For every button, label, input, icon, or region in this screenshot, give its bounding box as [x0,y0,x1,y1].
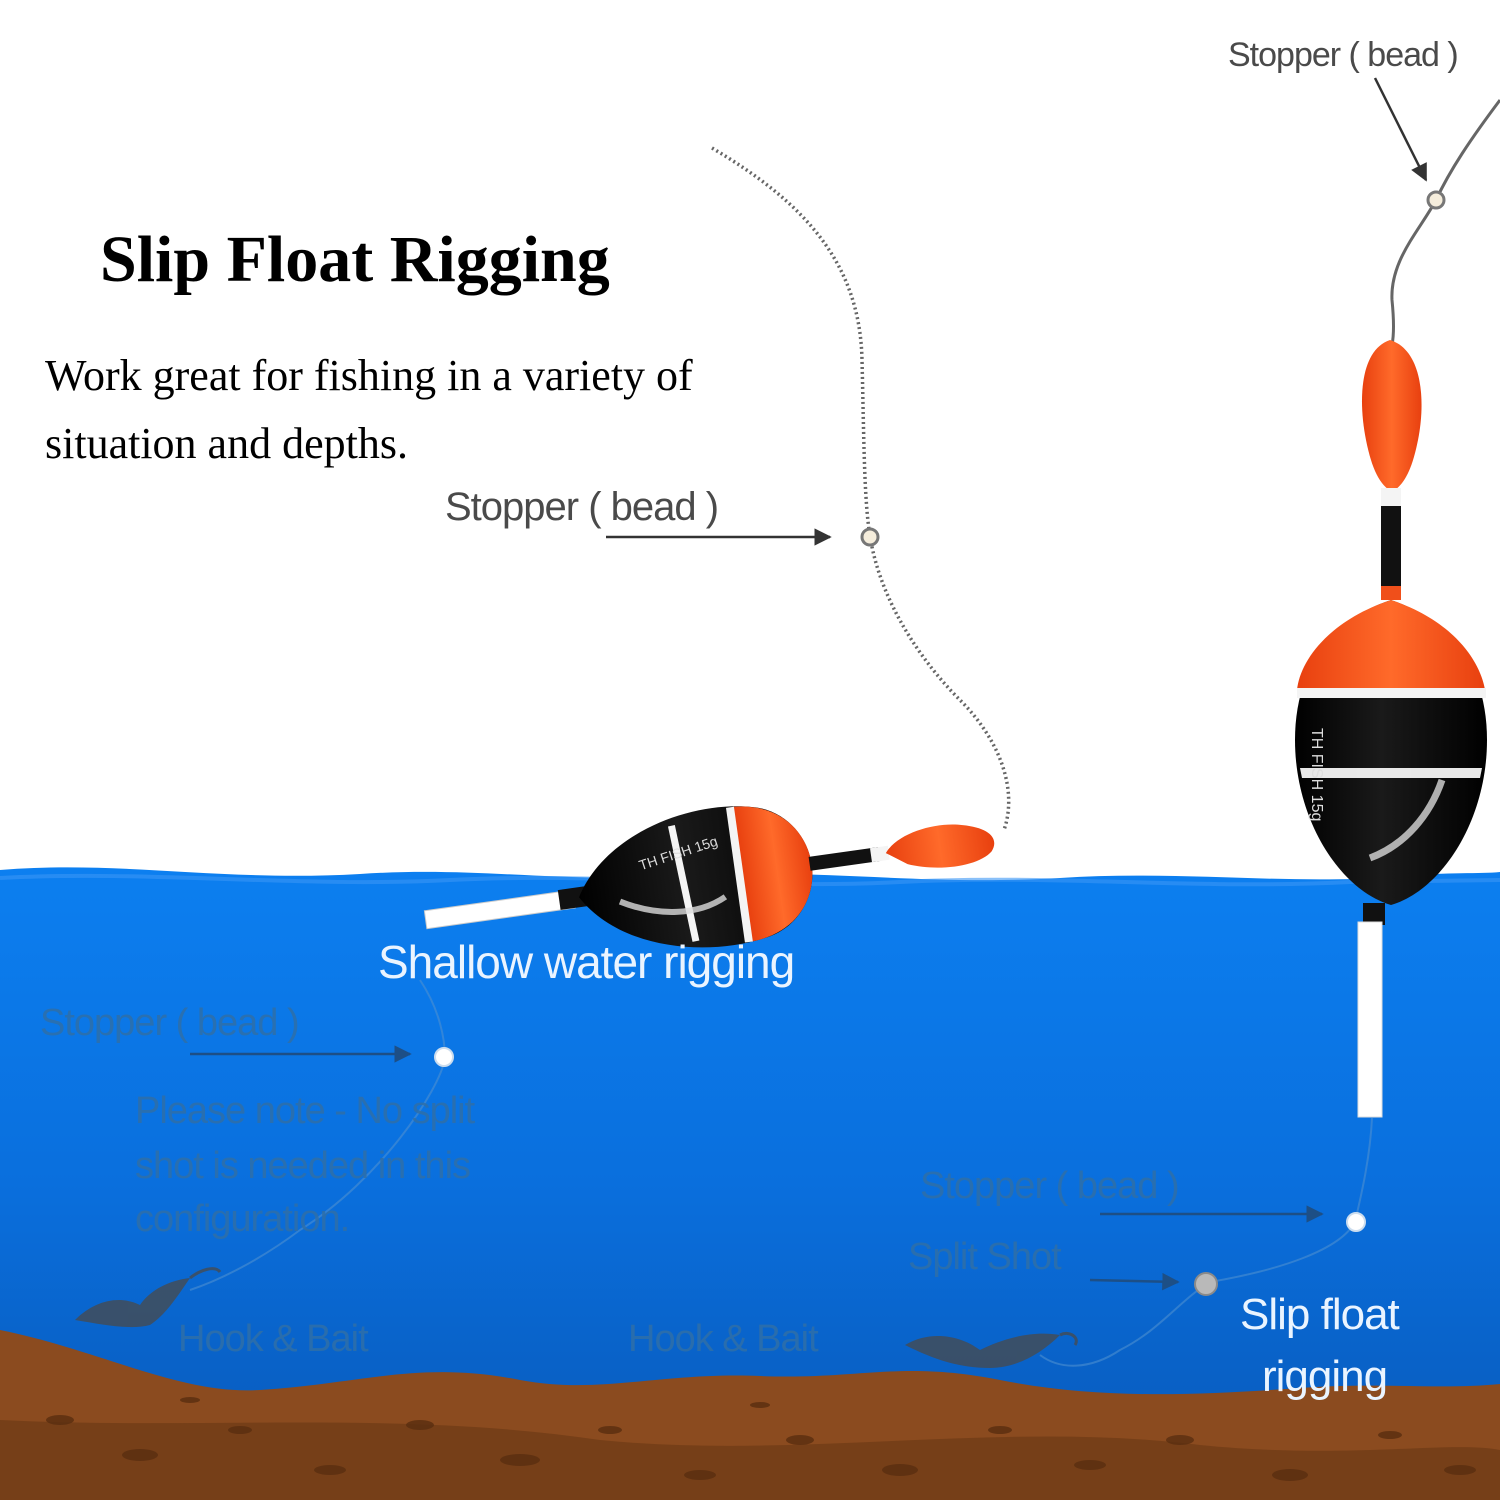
hook-bait-label-mid: Hook & Bait [628,1318,819,1360]
water [0,867,1500,1500]
slip-float-label-line-2: rigging [1262,1352,1388,1401]
arrow-icon [1373,77,1428,182]
bead-icon [860,527,880,547]
stopper-label-underwater-right: Stopper ( bead ) [920,1165,1180,1207]
page-title: Slip Float Rigging [100,223,610,296]
float-shallow: TH FISH 15g [423,806,995,948]
bead-icon [434,1047,454,1067]
note-line-1: Please note - No split [135,1090,475,1132]
bead-icon [1346,1212,1366,1232]
float-brand-text-deep: TH FISH 15g [1308,728,1325,821]
arrow-icon [1089,1272,1180,1291]
stopper-label-shallow: Stopper ( bead ) [445,485,719,529]
hook-bait-icon [75,1267,222,1328]
note-line-2: shot is needed in this [135,1145,471,1187]
subtitle-line-2: situation and depths. [45,419,408,468]
float-deep: TH FISH 15g [1295,340,1487,1118]
subtitle-line-1: Work great for fishing in a variety of [45,351,693,400]
hook-bait-icon [905,1331,1078,1368]
shallow-water-label: Shallow water rigging [378,936,795,988]
split-shot-icon [1194,1272,1218,1296]
hook-bait-label-left: Hook & Bait [178,1318,369,1360]
bead-icon [1426,190,1446,210]
stopper-label-top-right: Stopper ( bead ) [1228,36,1459,74]
split-shot-label: Split Shot [908,1236,1062,1278]
fishing-line-shallow [711,146,1011,831]
stopper-label-underwater-left: Stopper ( bead ) [40,1002,300,1044]
slip-float-label-line-1: Slip float [1240,1290,1400,1339]
note-line-3: configuration. [135,1198,350,1240]
fishing-line-deep [1390,99,1500,346]
